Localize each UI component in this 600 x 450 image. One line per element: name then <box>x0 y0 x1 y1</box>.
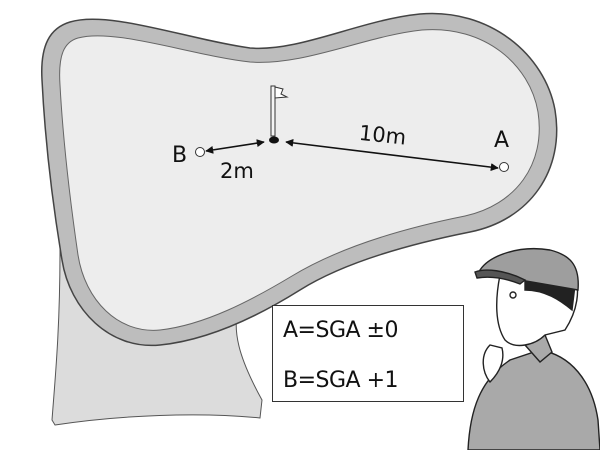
point-b-label: B <box>172 143 187 168</box>
hole-icon <box>269 136 279 144</box>
distance-arrow-b <box>205 139 265 154</box>
putting-green <box>59 29 540 331</box>
distance-b-label: 2m <box>220 159 254 183</box>
legend-line-a: A=SGA ±0 <box>283 318 398 343</box>
distance-a-label: 10m <box>358 121 407 150</box>
thinking-golfer-illustration <box>467 248 600 450</box>
flag-icon <box>270 85 289 137</box>
point-a-label: A <box>494 128 509 153</box>
ball-position-b <box>195 147 205 157</box>
legend-line-b: B=SGA +1 <box>283 368 399 393</box>
strokes-gained-legend: A=SGA ±0 B=SGA +1 <box>272 305 464 402</box>
ball-position-a <box>499 162 509 172</box>
distance-arrow-a <box>285 138 499 172</box>
